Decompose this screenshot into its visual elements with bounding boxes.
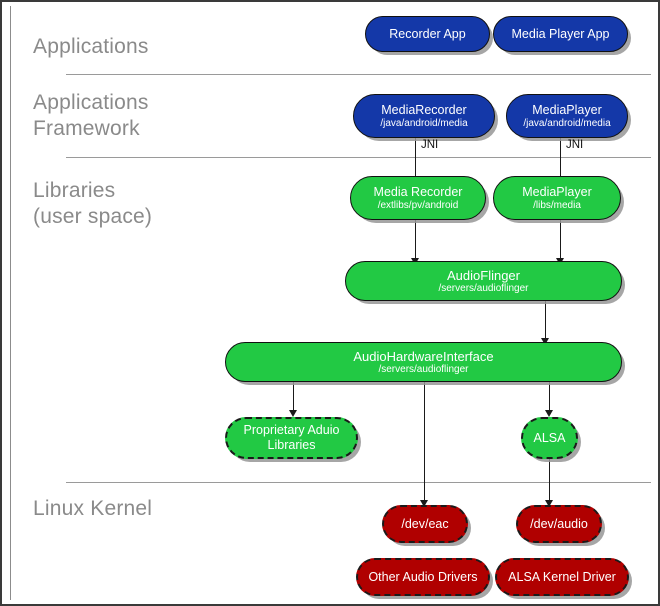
connector-mediarecorder-jni <box>415 138 416 180</box>
node-mediaplayer-framework-title: MediaPlayer <box>532 102 602 117</box>
edge-label-jni-left: JNI <box>421 139 439 151</box>
node-recorder-app[interactable]: Recorder App <box>365 16 490 52</box>
connector-audiohw-deveac <box>424 372 425 504</box>
section-label-linux-kernel: Linux Kernel <box>33 497 153 520</box>
divider-linux-kernel <box>66 482 651 483</box>
node-media-player-app-title: Media Player App <box>511 26 610 41</box>
node-audiohardwareinterface-path: /servers/audioflinger <box>378 363 469 375</box>
node-media-recorder-library-path: /extlibs/pv/android <box>377 199 459 211</box>
connector-mediaplayer-audioflinger <box>560 220 561 262</box>
node-dev-audio[interactable]: /dev/audio <box>516 505 602 543</box>
node-mediaplayer-framework[interactable]: MediaPlayer /java/android/media <box>506 94 628 138</box>
divider-applications-framework <box>66 157 651 158</box>
node-audiohardwareinterface[interactable]: AudioHardwareInterface /servers/audiofli… <box>225 342 622 382</box>
arrowhead-audiohw-deveac <box>420 500 428 507</box>
node-dev-eac[interactable]: /dev/eac <box>382 505 468 543</box>
node-alsa[interactable]: ALSA <box>521 417 578 459</box>
arrowhead-audiohw-proprietary <box>289 410 297 417</box>
node-alsa-kernel-driver-title: ALSA Kernel Driver <box>508 569 616 584</box>
node-dev-audio-title: /dev/audio <box>530 516 588 531</box>
node-other-audio-drivers-title: Other Audio Drivers <box>368 569 478 584</box>
edge-label-jni-right: JNI <box>566 139 584 151</box>
node-proprietary-audio-libraries-title: Proprietary Aduio <box>243 423 340 437</box>
node-alsa-kernel-driver[interactable]: ALSA Kernel Driver <box>495 558 629 596</box>
node-recorder-app-title: Recorder App <box>389 26 466 41</box>
node-mediaplayer-library-title: MediaPlayer <box>522 184 592 199</box>
arrowhead-audiohw-alsa <box>545 410 553 417</box>
diagram-inner-frame: Applications Applications Framework Libr… <box>10 6 654 600</box>
node-dev-eac-title: /dev/eac <box>401 516 449 531</box>
node-mediarecorder-framework-title: MediaRecorder <box>381 102 467 117</box>
node-audioflinger-title: AudioFlinger <box>447 267 520 283</box>
section-label-libraries: Libraries (user space) <box>33 179 153 228</box>
node-mediaplayer-framework-path: /java/android/media <box>523 117 611 129</box>
section-label-applications: Applications <box>33 35 149 58</box>
node-media-recorder-library-title: Media Recorder <box>373 184 463 199</box>
node-audiohardwareinterface-title: AudioHardwareInterface <box>353 348 494 364</box>
arrowhead-alsa-devaudio <box>545 500 553 507</box>
node-media-player-app[interactable]: Media Player App <box>493 16 628 52</box>
node-audioflinger[interactable]: AudioFlinger /servers/audioflinger <box>345 261 622 301</box>
divider-applications <box>66 74 651 75</box>
node-mediarecorder-framework-path: /java/android/media <box>380 117 468 129</box>
node-mediaplayer-library-path: /libs/media <box>533 199 581 211</box>
connector-audiohw-proprietary <box>293 372 294 414</box>
connector-audioflinger-audiohardwareinterface <box>545 300 546 342</box>
node-mediaplayer-library[interactable]: MediaPlayer /libs/media <box>493 176 621 220</box>
node-proprietary-audio-libraries[interactable]: Proprietary Aduio Libraries <box>225 417 358 459</box>
connector-audiohw-alsa <box>549 372 550 414</box>
node-mediarecorder-framework[interactable]: MediaRecorder /java/android/media <box>353 94 495 138</box>
node-alsa-title: ALSA <box>533 430 566 445</box>
connector-mediaplayer-jni <box>560 138 561 180</box>
node-media-recorder-library[interactable]: Media Recorder /extlibs/pv/android <box>350 176 486 220</box>
section-label-applications-framework: Applications Framework <box>33 91 149 140</box>
node-other-audio-drivers[interactable]: Other Audio Drivers <box>356 558 490 596</box>
node-proprietary-audio-libraries-subtitle: Libraries <box>267 438 316 452</box>
node-audioflinger-path: /servers/audioflinger <box>438 282 529 294</box>
connector-mediarecorder-audioflinger <box>415 220 416 262</box>
connector-alsa-devaudio <box>549 456 550 504</box>
